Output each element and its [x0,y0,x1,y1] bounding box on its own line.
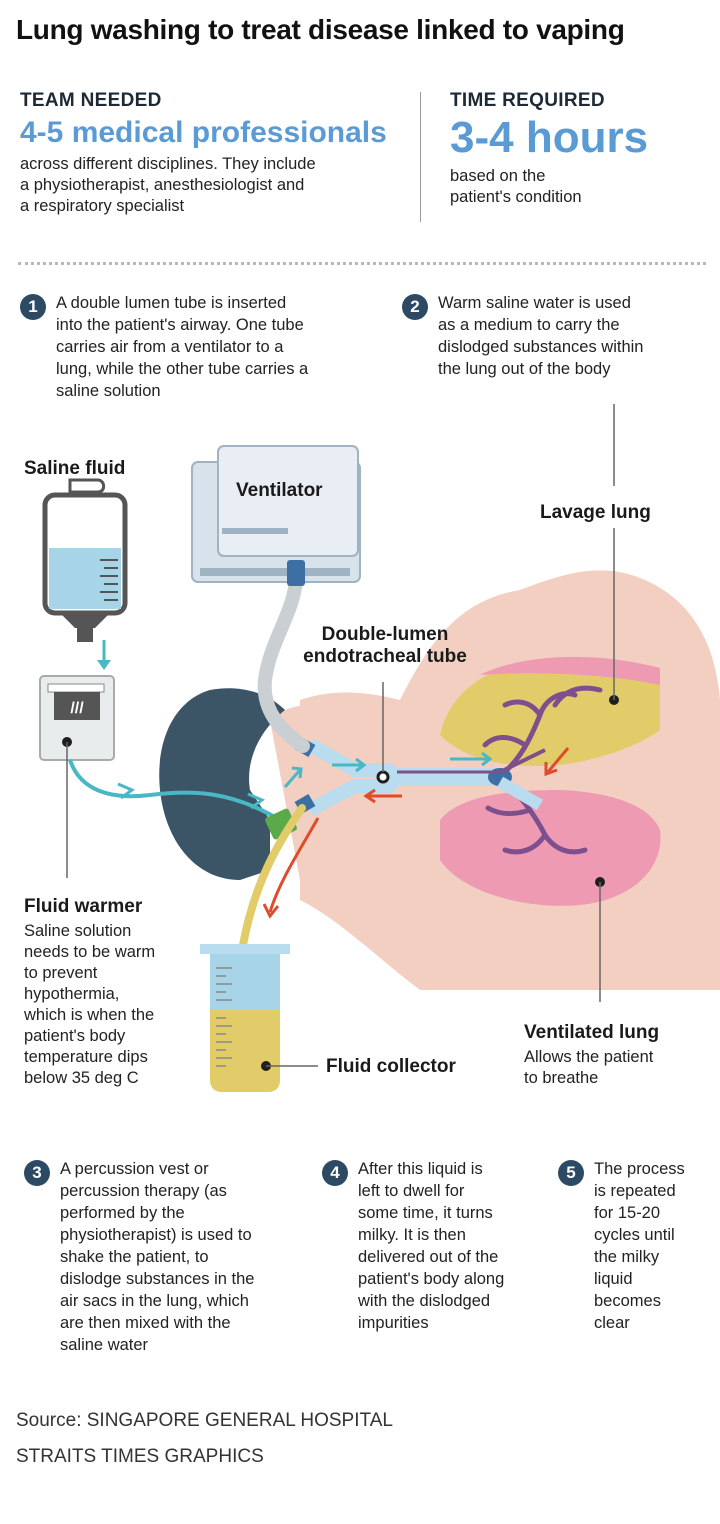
collector-saline [210,954,280,1010]
team-section: TEAM NEEDED 4-5 medical professionals ac… [20,90,387,217]
step-number-badge: 3 [24,1160,50,1186]
inflow-arrows [283,751,493,788]
time-value: 3-4 hours [450,113,649,162]
team-heading: TEAM NEEDED [20,90,162,111]
lung-lavage-diagram: /// [39,404,720,1092]
time-heading: TIME REQUIRED [450,90,605,111]
double-lumen-tube-label: Double-lumen endotracheal tube [303,624,467,667]
time-description: based on the patient's condition [450,167,582,206]
collector-milky-fluid [210,1010,280,1092]
drainage-tube [239,804,306,949]
saline-flow-arrow [97,660,111,670]
tube-pointer [376,770,390,784]
step-number-badge: 5 [558,1160,584,1186]
iv-bag-scale [100,559,118,601]
time-section: TIME REQUIRED 3-4 hours based on the pat… [450,90,648,208]
hose-connector [287,560,305,586]
saline-fluid-label: Saline fluid [24,458,126,479]
fluid-warmer-display [54,692,100,720]
step-number-badge: 2 [402,294,428,320]
lavage-lung-top [480,656,660,685]
dotted-divider [18,262,706,265]
step-number-badge: 1 [20,294,46,320]
step-number-badge: 4 [322,1160,348,1186]
collector-scale [216,967,232,1067]
ventilated-lung [440,790,661,906]
ventilated-lung-label: Ventilated lung [524,1022,660,1043]
lavage-lung-label: Lavage lung [540,502,651,523]
graphics-credit: STRAITS TIMES GRAPHICS [16,1446,264,1467]
fluid-warmer-display-text: /// [70,700,84,717]
ventilator-hose [257,569,310,753]
saline-line [68,759,282,822]
team-value: 4-5 medical professionals [20,116,387,149]
fluid-collector-label: Fluid collector [326,1056,456,1077]
source-credit: Source: SINGAPORE GENERAL HOSPITAL [16,1410,393,1431]
iv-bag-hook [68,478,106,494]
collector-rim [200,944,290,954]
bronchi [482,685,603,855]
page-title: Lung washing to treat disease linked to … [16,14,625,45]
iv-saline-level [49,548,121,609]
header-divider [420,92,421,222]
fluid-warmer-label: Fluid warmer [24,896,143,917]
ventilator-label: Ventilator [236,480,323,501]
patient-hair [159,688,285,880]
outflow-arrows [262,747,570,919]
team-description: across different disciplines. They inclu… [20,155,316,215]
